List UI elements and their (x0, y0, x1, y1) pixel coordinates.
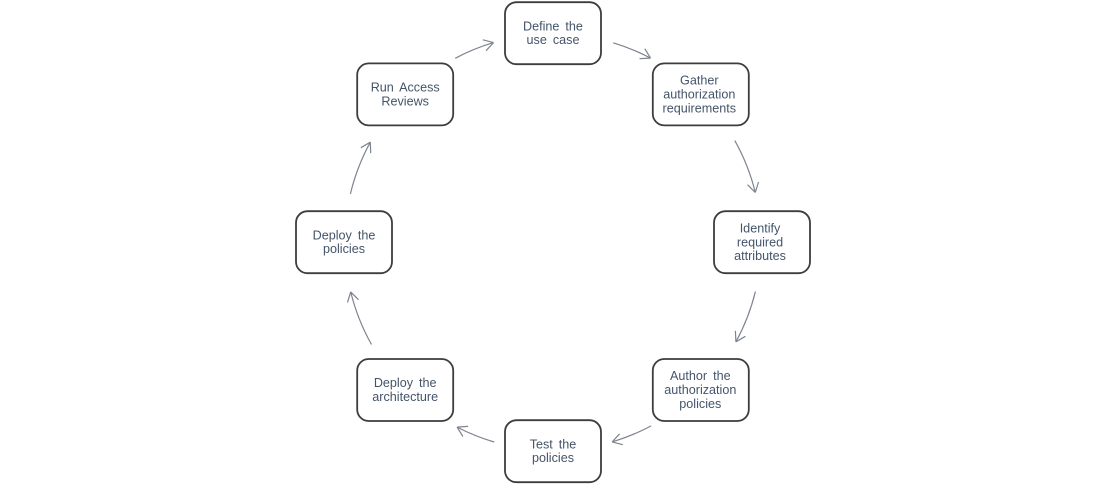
svg-text:Identifyrequiredattributes: Identifyrequiredattributes (734, 221, 786, 263)
svg-text:Gatherauthorizationrequirement: Gatherauthorizationrequirements (663, 74, 737, 116)
svg-text:Test thepolicies: Test thepolicies (530, 437, 577, 465)
svg-text:Run AccessReviews: Run AccessReviews (371, 81, 440, 109)
svg-text:Deploy thepolicies: Deploy thepolicies (313, 228, 376, 256)
svg-text:Author theauthorizationpolicie: Author theauthorizationpolicies (664, 369, 736, 411)
svg-text:Deploy thearchitecture: Deploy thearchitecture (372, 376, 438, 404)
svg-text:Define theuse case: Define theuse case (523, 19, 583, 47)
